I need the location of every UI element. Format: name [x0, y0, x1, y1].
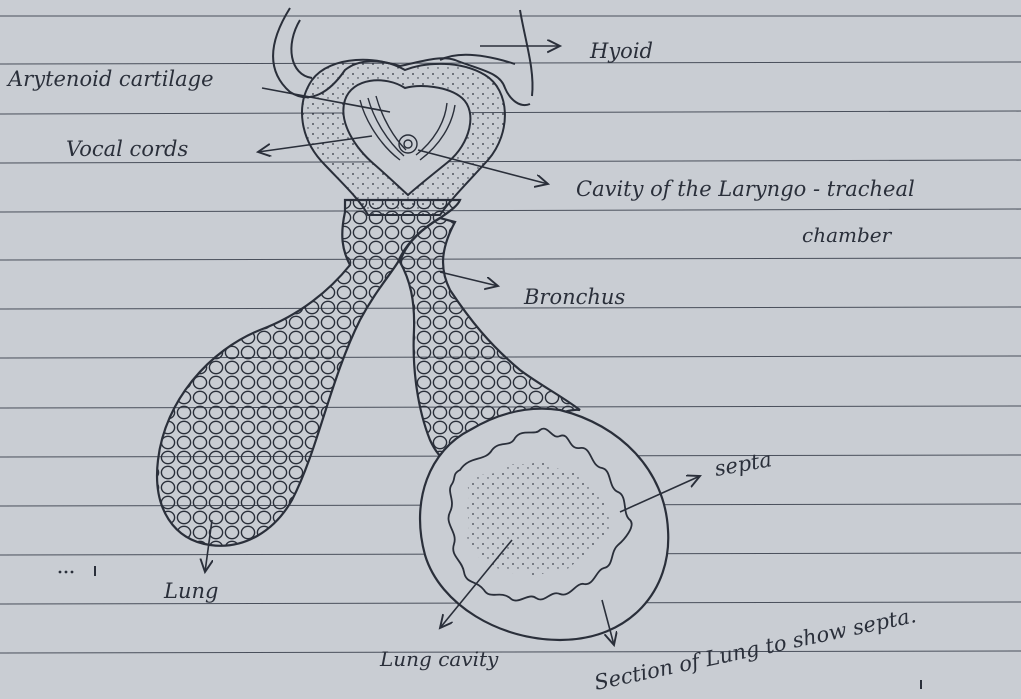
lung-section-drawing	[420, 409, 668, 640]
label-lung-cavity: Lung cavity	[379, 647, 499, 671]
label-chamber: chamber	[802, 223, 893, 247]
label-hyoid: Hyoid	[589, 39, 653, 63]
larynx-drawing	[302, 60, 505, 215]
label-vocal-cords: Vocal cords	[66, 137, 188, 161]
label-section-of-lung: Section of Lung to show septa.	[592, 603, 918, 695]
label-lung: Lung	[163, 579, 218, 603]
label-septa: septa	[713, 447, 774, 481]
label-bronchus: Bronchus	[523, 285, 625, 309]
label-cavity-laryngo-tracheal: Cavity of the Laryngo - tracheal	[576, 177, 915, 201]
label-arytenoid-cartilage: Arytenoid cartilage	[6, 67, 214, 91]
